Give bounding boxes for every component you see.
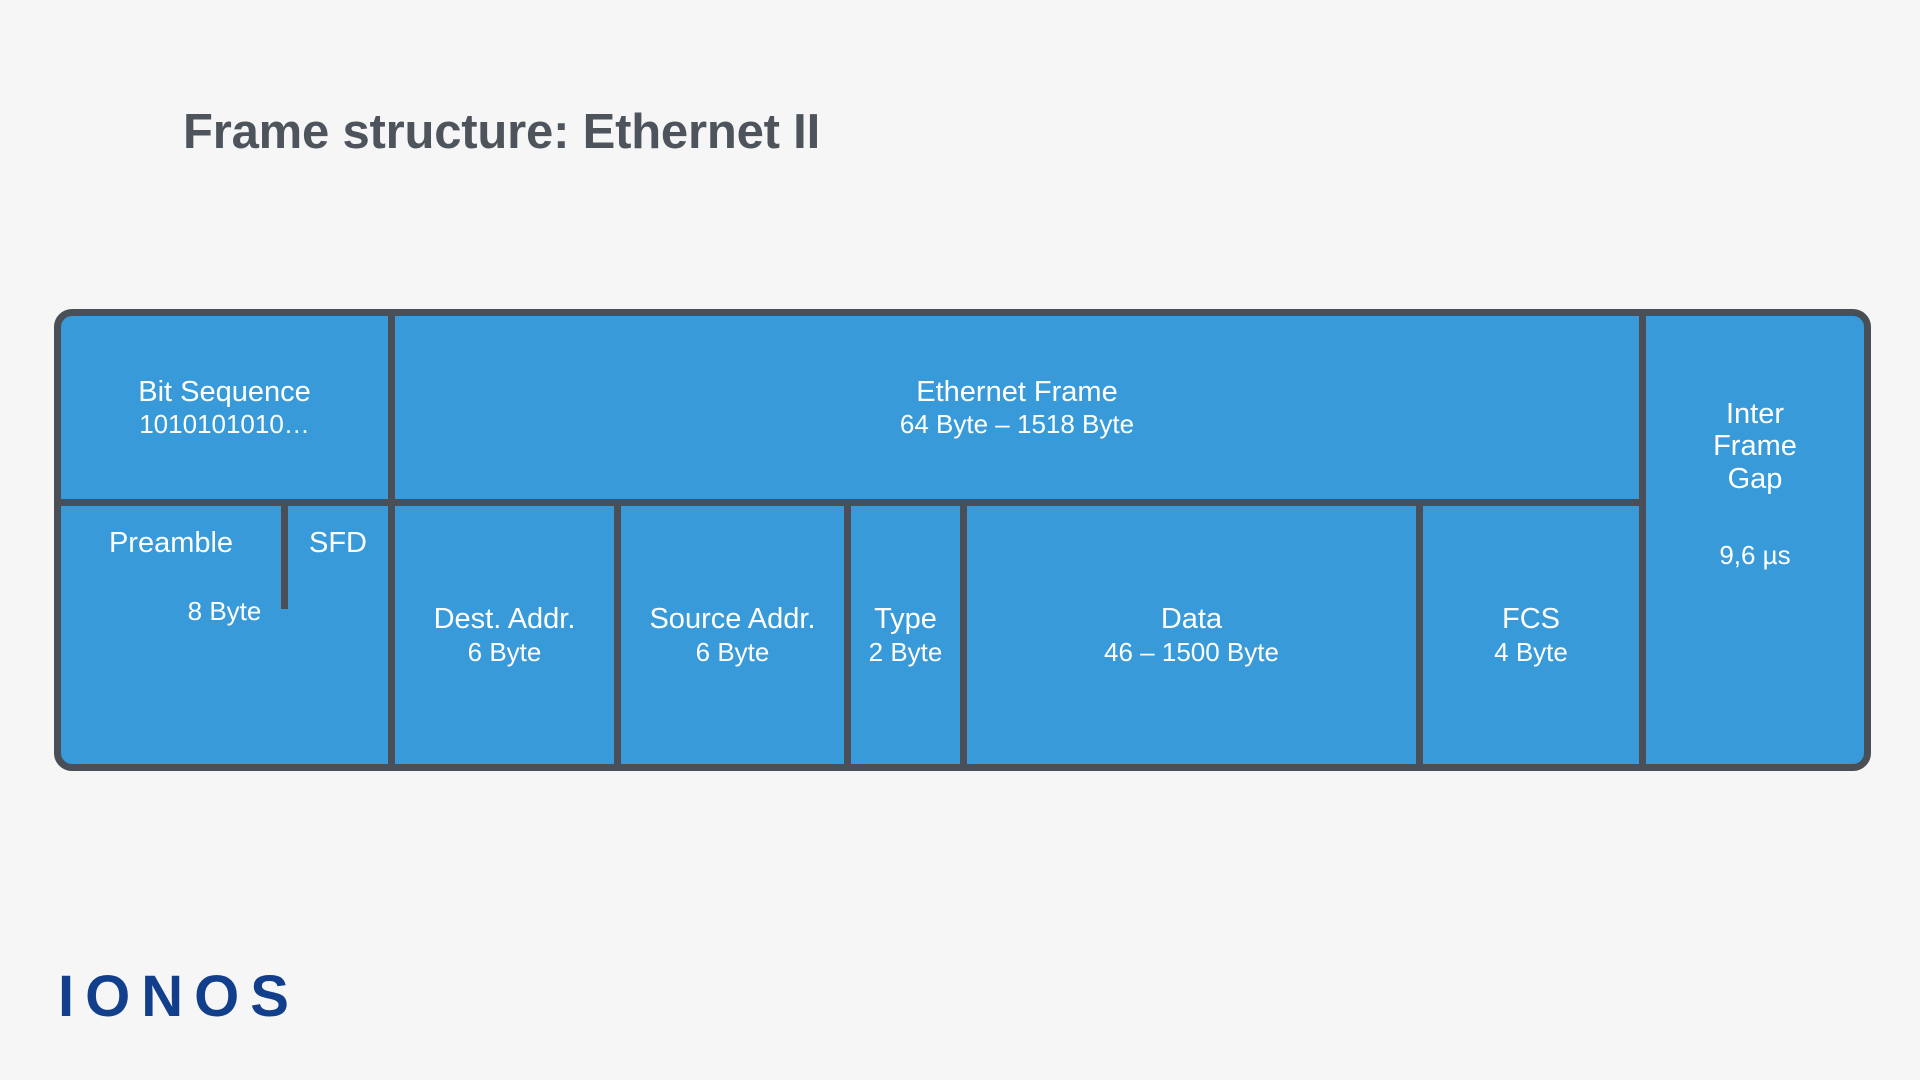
cell-type-label: Type — [874, 603, 937, 636]
cell-sfd: SFD — [288, 506, 388, 580]
cell-fcs-label: FCS — [1502, 603, 1560, 636]
cell-ethernet-frame-label: Ethernet Frame — [916, 375, 1118, 408]
divider-vertical-type-data — [960, 506, 967, 764]
cell-inter-frame-gap: Inter Frame Gap 9,6 µs — [1646, 316, 1864, 764]
cell-preamble-label: Preamble — [108, 526, 234, 559]
cell-dest-addr: Dest. Addr. 6 Byte — [395, 506, 614, 764]
cell-source-addr-value: 6 Byte — [695, 636, 770, 667]
ethernet-frame-diagram: Bit Sequence 1010101010… Ethernet Frame … — [54, 309, 1871, 771]
cell-inter-frame-gap-label: Inter Frame Gap — [1713, 398, 1797, 495]
divider-vertical-bitsequence — [388, 316, 395, 764]
divider-vertical-dest-source — [614, 506, 621, 764]
cell-fcs: FCS 4 Byte — [1423, 506, 1639, 764]
cell-source-addr-label: Source Addr. — [649, 603, 816, 636]
cell-type: Type 2 Byte — [851, 506, 960, 764]
cell-type-value: 2 Byte — [868, 636, 943, 667]
ionos-logo: IONOS — [58, 964, 300, 1029]
cell-ethernet-frame: Ethernet Frame 64 Byte – 1518 Byte — [395, 316, 1639, 499]
cell-inter-frame-gap-value: 9,6 µs — [1719, 540, 1791, 571]
cell-ethernet-frame-value: 64 Byte – 1518 Byte — [899, 409, 1135, 440]
cell-data-value: 46 – 1500 Byte — [1104, 636, 1279, 667]
cell-source-addr: Source Addr. 6 Byte — [621, 506, 844, 764]
cell-data-label: Data — [1160, 603, 1223, 636]
cell-preamble-size: 8 Byte — [61, 587, 388, 637]
divider-vertical-data-fcs — [1416, 506, 1423, 764]
cell-bit-sequence-value: 1010101010… — [139, 409, 310, 440]
divider-vertical-interframegap — [1639, 316, 1646, 764]
divider-vertical-source-type — [844, 506, 851, 764]
cell-preamble-size-value: 8 Byte — [187, 596, 262, 627]
cell-preamble: Preamble — [61, 506, 281, 580]
cell-sfd-label: SFD — [309, 526, 367, 559]
divider-stub-preamble-sfd — [281, 506, 288, 609]
cell-fcs-value: 4 Byte — [1494, 636, 1568, 667]
cell-dest-addr-label: Dest. Addr. — [433, 603, 576, 636]
cell-dest-addr-value: 6 Byte — [467, 636, 542, 667]
cell-bit-sequence-label: Bit Sequence — [138, 375, 311, 408]
divider-horizontal-main — [61, 499, 1646, 506]
page-title: Frame structure: Ethernet II — [183, 105, 820, 159]
cell-bit-sequence: Bit Sequence 1010101010… — [61, 316, 388, 499]
cell-data: Data 46 – 1500 Byte — [967, 506, 1416, 764]
